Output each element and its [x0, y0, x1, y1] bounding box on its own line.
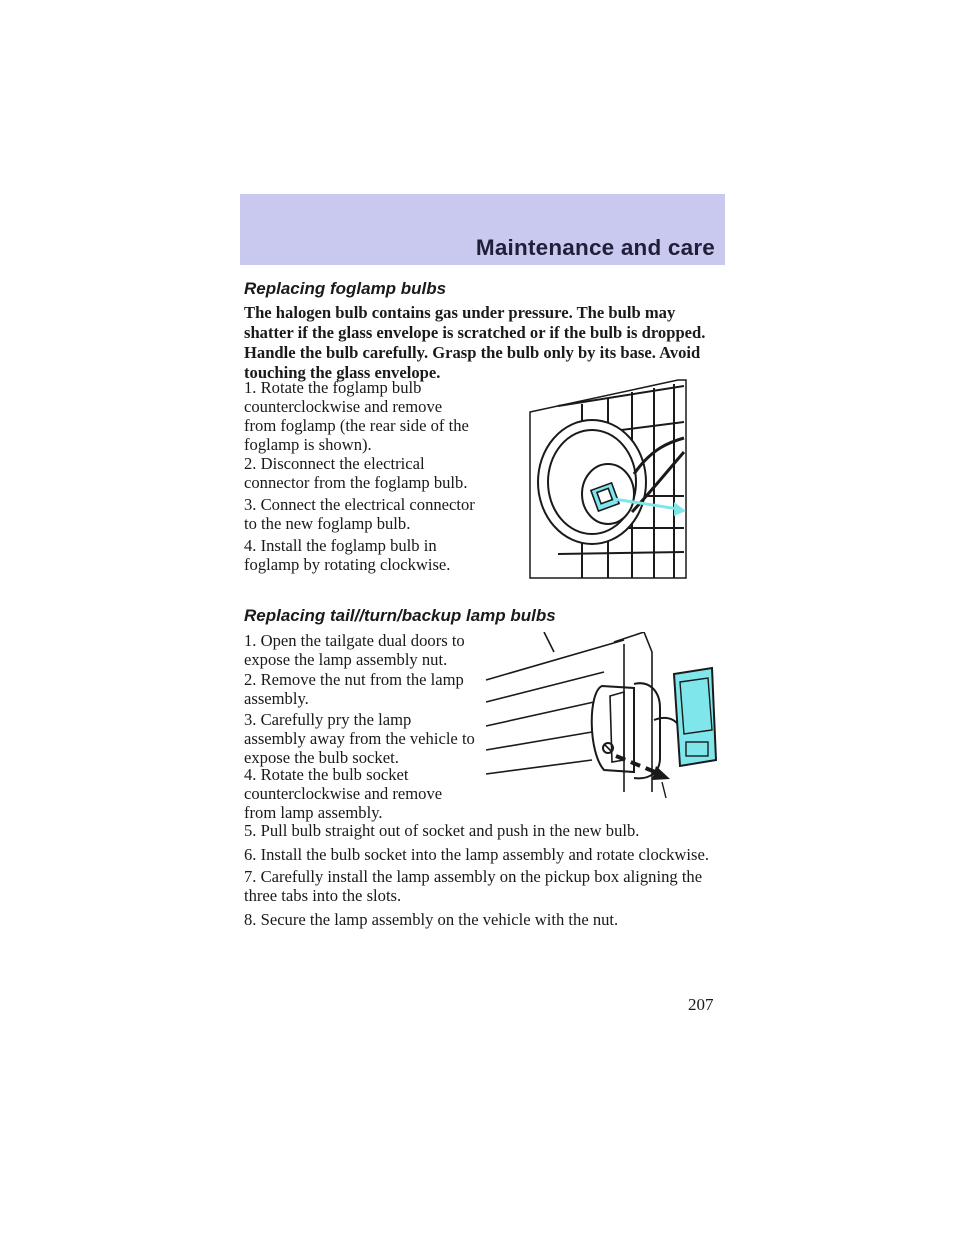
tail-lamp-step-1: 1. Open the tailgate dual doors to expos…	[244, 631, 465, 669]
tail-lamp-illustration	[484, 632, 720, 798]
tail-lamp-step-4: 4. Rotate the bulb socket counterclockwi…	[244, 765, 443, 822]
tail-lamp-heading: Replacing tail//turn/backup lamp bulbs	[244, 606, 556, 625]
tail-lamp-step-2: 2. Remove the nut from the lamp assembly…	[244, 670, 464, 708]
foglamp-step-2: 2. Disconnect the electrical connector f…	[244, 454, 468, 492]
tail-lamp-step-5: 5. Pull bulb straight out of socket and …	[244, 821, 640, 840]
halogen-warning: The halogen bulb contains gas under pres…	[244, 303, 706, 382]
foglamp-illustration	[528, 378, 688, 583]
section-title: Maintenance and care	[475, 235, 715, 260]
tail-lamp-step-7: 7. Carefully install the lamp assembly o…	[244, 867, 703, 905]
tail-lamp-step-6: 6. Install the bulb socket into the lamp…	[244, 845, 709, 864]
page-number: 207	[688, 995, 714, 1014]
tail-lamp-step-3: 3. Carefully pry the lamp assembly away …	[244, 710, 475, 767]
foglamp-step-1: 1. Rotate the foglamp bulb counterclockw…	[244, 378, 469, 454]
section-header-band: Maintenance and care	[240, 194, 725, 265]
foglamp-heading: Replacing foglamp bulbs	[244, 279, 447, 298]
foglamp-step-4: 4. Install the foglamp bulb in foglamp b…	[244, 536, 451, 574]
tail-lamp-step-8: 8. Secure the lamp assembly on the vehic…	[244, 910, 619, 929]
foglamp-step-3: 3. Connect the electrical connector to t…	[244, 495, 475, 533]
